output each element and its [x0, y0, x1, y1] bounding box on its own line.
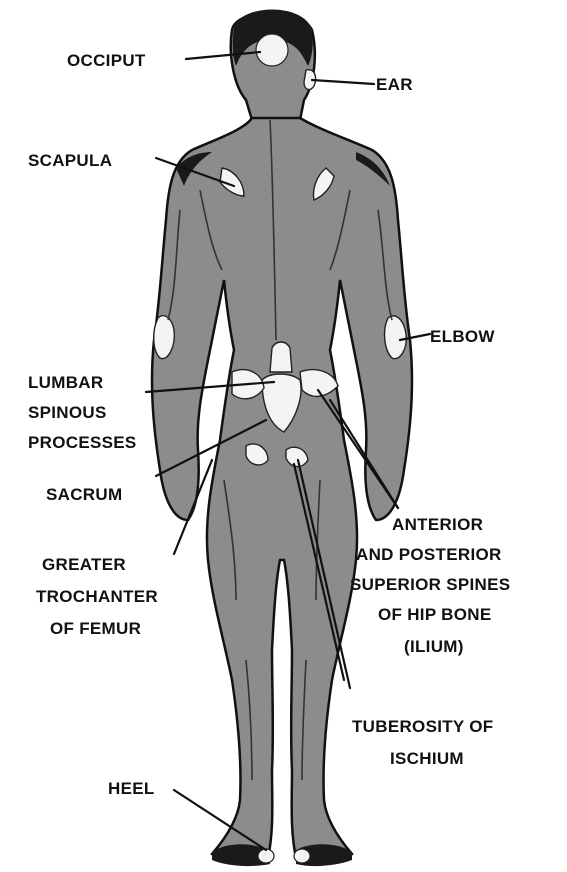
label-anterior-2: AND POSTERIOR: [356, 545, 502, 564]
label-scapula: SCAPULA: [28, 151, 112, 170]
label-anterior-1: ANTERIOR: [392, 515, 483, 534]
label-lumbar-1: LUMBAR: [28, 373, 103, 392]
label-elbow: ELBOW: [430, 327, 495, 346]
label-anterior-4: OF HIP BONE: [378, 605, 492, 624]
label-greater-3: OF FEMUR: [50, 619, 141, 638]
label-greater-2: TROCHANTER: [36, 587, 158, 606]
lumbar-spine: [270, 342, 292, 372]
label-sacrum: SACRUM: [46, 485, 122, 504]
label-ear: EAR: [376, 75, 413, 94]
heel-left: [258, 849, 274, 863]
heel-right: [294, 849, 310, 863]
label-tuberosity-2: ISCHIUM: [390, 749, 464, 768]
label-anterior-3: SUPERIOR SPINES: [350, 575, 510, 594]
label-lumbar-2: SPINOUS: [28, 403, 107, 422]
body-figure: [152, 10, 412, 867]
elbow-right: [385, 316, 407, 359]
label-lumbar-3: PROCESSES: [28, 433, 137, 452]
label-occiput: OCCIPUT: [67, 51, 146, 70]
label-heel: HEEL: [108, 779, 155, 798]
occiput-spot: [256, 34, 288, 66]
torso: [152, 118, 412, 863]
label-greater-1: GREATER: [42, 555, 126, 574]
label-tuberosity-1: TUBEROSITY OF: [352, 717, 494, 736]
label-anterior-5: (ILIUM): [404, 637, 464, 656]
